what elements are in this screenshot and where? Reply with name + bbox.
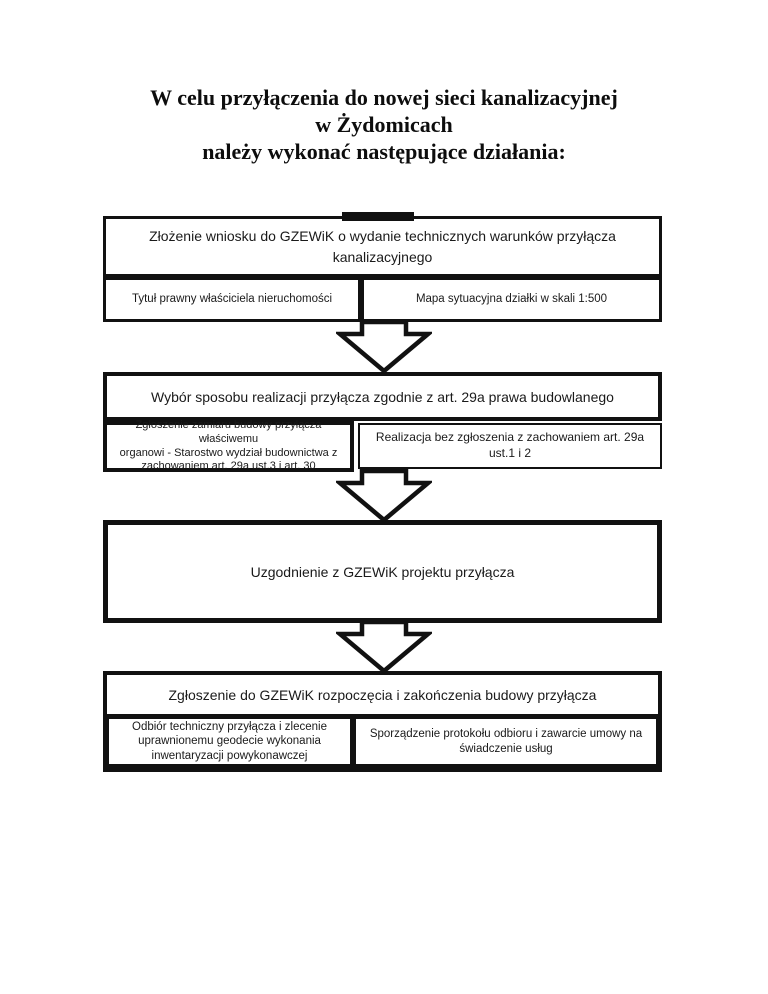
step-1-header-text: Złożenie wniosku do GZEWiK o wydanie tec… xyxy=(149,228,616,265)
step-1-header: Złożenie wniosku do GZEWiK o wydanie tec… xyxy=(103,216,662,277)
step-3-header-text: Uzgodnienie z GZEWiK projektu przyłącza xyxy=(250,563,515,580)
step-3-box: Uzgodnienie z GZEWiK projektu przyłącza xyxy=(103,520,662,623)
step-4-header: Zgłoszenie do GZEWiK rozpoczęcia i zakoń… xyxy=(107,675,658,717)
connector-stub xyxy=(342,212,414,221)
page-title-line-3: należy wykonać następujące działania: xyxy=(202,139,566,164)
page-title: W celu przyłączenia do nowej sieci kanal… xyxy=(0,84,768,165)
page-title-line-2: w Żydomicach xyxy=(315,112,453,137)
step-1-box: Złożenie wniosku do GZEWiK o wydanie tec… xyxy=(103,216,662,322)
step-1-left-text: Tytuł prawny właściciela nieruchomości xyxy=(131,293,333,306)
step-2-box: Wybór sposobu realizacji przyłącza zgodn… xyxy=(103,372,662,472)
step-1-right-item: Mapa sytuacyjna działki w skali 1:500 xyxy=(361,277,662,322)
step-4-sub-row: Odbiór techniczny przyłącza i zlecenie u… xyxy=(107,717,658,766)
step-2-right-item: Realizacja bez zgłoszenia z zachowaniem … xyxy=(358,423,662,469)
step-4-right-item: Sporządzenie protokołu odbioru i zawarci… xyxy=(353,717,658,766)
step-4-header-text: Zgłoszenie do GZEWiK rozpoczęcia i zakoń… xyxy=(168,686,597,703)
down-arrow-icon xyxy=(336,620,432,674)
step-1-right-text: Mapa sytuacyjna działki w skali 1:500 xyxy=(415,293,608,306)
step-4-right-text: Sporządzenie protokołu odbioru i zawarci… xyxy=(369,727,643,755)
step-4-left-text: Odbiór techniczny przyłącza i zlecenie u… xyxy=(132,720,327,762)
step-1-left-item: Tytuł prawny właściciela nieruchomości xyxy=(103,277,361,322)
down-arrow-icon xyxy=(336,469,432,523)
down-arrow-icon xyxy=(336,320,432,374)
step-2-header: Wybór sposobu realizacji przyłącza zgodn… xyxy=(103,372,662,421)
step-2-left-text: Zgłoszenie zamiaru budowy przyłącza właś… xyxy=(119,418,338,473)
step-4-box: Zgłoszenie do GZEWiK rozpoczęcia i zakoń… xyxy=(103,671,662,772)
step-2-left-item: Zgłoszenie zamiaru budowy przyłącza właś… xyxy=(103,418,354,473)
step-2-right-text: Realizacja bez zgłoszenia z zachowaniem … xyxy=(375,430,645,460)
step-2-header-text: Wybór sposobu realizacji przyłącza zgodn… xyxy=(151,388,614,405)
step-4-left-item: Odbiór techniczny przyłącza i zlecenie u… xyxy=(107,717,353,766)
page-title-line-1: W celu przyłączenia do nowej sieci kanal… xyxy=(150,85,618,110)
